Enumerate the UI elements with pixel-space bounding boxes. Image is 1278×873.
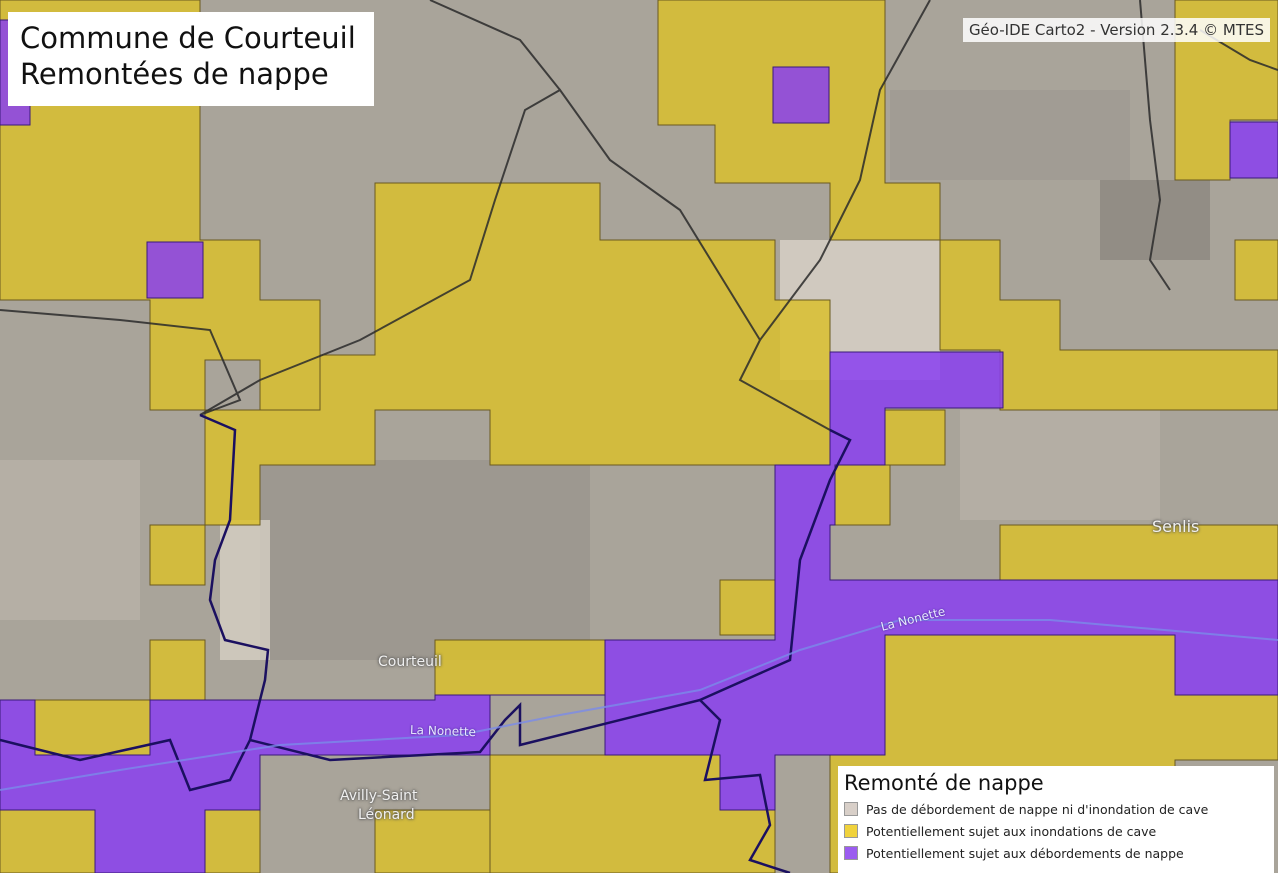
terrain-field	[960, 410, 1160, 520]
terrain-field	[890, 90, 1130, 180]
legend-swatch-cave-flooding	[844, 824, 858, 838]
yellow-zone	[999, 524, 1278, 581]
boundary-line	[199, 88, 831, 431]
legend-label-groundwater-overflow: Potentiellement sujet aux débordements d…	[866, 845, 1184, 861]
place-label-courteuil: Courteuil	[378, 654, 442, 670]
yellow-zone	[834, 464, 891, 526]
place-label-avilly-line1: Avilly-Saint	[340, 788, 418, 804]
river-label-west: La Nonette	[409, 722, 477, 740]
legend-item-no-overflow: Pas de débordement de nappe ni d'inondat…	[844, 798, 1274, 820]
legend-label-cave-flooding: Potentiellement sujet aux inondations de…	[866, 823, 1157, 839]
river-nonette	[0, 619, 1278, 791]
yellow-zone	[1174, 0, 1278, 181]
yellow-zone	[149, 639, 206, 701]
boundary-line	[429, 0, 561, 91]
legend-item-cave-flooding: Potentiellement sujet aux inondations de…	[844, 820, 1274, 842]
yellow-zone	[1234, 239, 1278, 301]
boundary-line	[0, 309, 242, 416]
yellow-zone	[0, 809, 96, 873]
legend-item-groundwater-overflow: Potentiellement sujet aux débordements d…	[844, 842, 1274, 864]
map-title-subject: Remontées de nappe	[20, 57, 329, 91]
admin-boundaries	[0, 0, 1278, 431]
yellow-zone	[204, 182, 831, 526]
terrain-field	[260, 460, 590, 660]
place-label-senlis: Senlis	[1152, 517, 1200, 536]
yellow-zone	[719, 579, 776, 636]
commune-boundary	[699, 428, 852, 702]
legend-swatch-groundwater-overflow	[844, 846, 858, 860]
yellow-zone	[884, 409, 946, 466]
purple-zone	[1229, 121, 1278, 179]
terrain-field	[1100, 180, 1210, 260]
purple-zone	[772, 66, 830, 124]
yellow-zone	[149, 524, 206, 586]
commune-boundary	[0, 413, 270, 792]
yellow-zone	[374, 809, 491, 873]
place-label-avilly-line2: Léonard	[358, 807, 415, 823]
yellow-zone	[34, 699, 151, 756]
legend-box: Remonté de nappe Pas de débordement de n…	[838, 766, 1274, 873]
map-title-commune: Commune de Courteuil	[20, 21, 356, 55]
legend-label-no-overflow: Pas de débordement de nappe ni d'inondat…	[866, 801, 1209, 817]
version-label: Géo-IDE Carto2 - Version 2.3.4 © MTES	[962, 18, 1270, 42]
terrain-field	[0, 460, 140, 620]
yellow-zone	[204, 809, 261, 873]
yellow-zone	[434, 639, 606, 696]
boundary-line	[1139, 0, 1171, 291]
terrain-field	[220, 520, 270, 660]
legend-title: Remonté de nappe	[844, 771, 1044, 795]
boundary-line	[759, 0, 931, 341]
purple-zone	[146, 241, 204, 299]
map-title-box: Commune de Courteuil Remontées de nappe	[8, 12, 374, 106]
legend-swatch-no-overflow	[844, 802, 858, 816]
